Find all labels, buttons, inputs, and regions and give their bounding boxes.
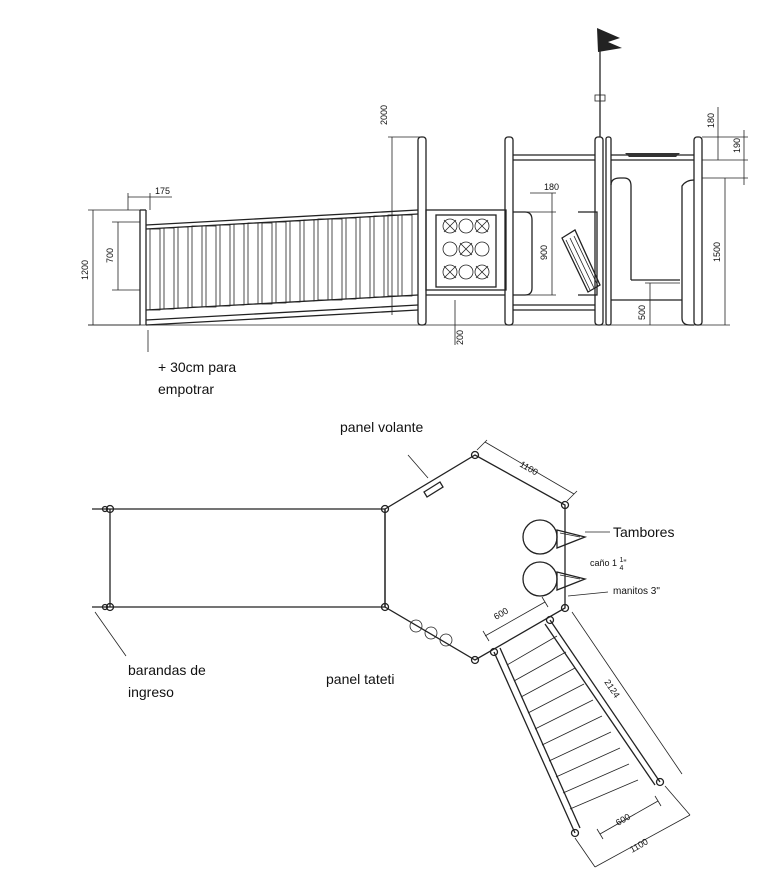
entry-ramp [139, 209, 419, 326]
embed-note-line2: empotrar [158, 381, 214, 397]
dim-180b-label: 180 [706, 113, 716, 128]
dim-600-upper-label: 600 [492, 606, 510, 622]
dim-190-label: 190 [732, 138, 742, 153]
dim-900-label: 900 [539, 245, 549, 260]
dim-1500-label: 1500 [712, 242, 722, 262]
elevation-view: 175 1200 700 [80, 28, 748, 397]
dim-500-label: 500 [637, 305, 647, 320]
panel-tateti-plan: panel tateti [326, 619, 453, 687]
dim-1100-top-label: 1100 [518, 459, 540, 477]
right-handrails [610, 177, 695, 326]
barandas-label-line1: barandas de [128, 662, 206, 678]
top-bars [513, 153, 694, 161]
manitos-label: manitos 3" [613, 586, 660, 597]
entry-walkway-plan [92, 504, 390, 612]
ramp-slats [149, 214, 413, 311]
barandas-label-group: barandas de ingreso [94, 611, 206, 700]
dimension-1100-bottom: 1100 [574, 785, 691, 868]
dimension-700: 700 [105, 221, 140, 291]
dim-2000-label: 2000 [379, 105, 389, 125]
panel-volante-label: panel volante [340, 419, 424, 435]
dimension-600-upper: 600 [482, 596, 549, 642]
dimension-1100-top: 1100 [476, 439, 578, 502]
dimension-200: 200 [454, 300, 465, 345]
dim-1200-label: 1200 [80, 260, 90, 280]
flag [594, 28, 622, 137]
drums-elevation [561, 211, 601, 296]
hexagon-platform [384, 450, 570, 665]
dimension-500: 500 [637, 282, 680, 325]
dim-600-lower-label: 600 [614, 812, 632, 828]
dim-180-label: 180 [544, 182, 559, 192]
dimension-180-900: 180 900 [518, 182, 559, 296]
dim-200-label: 200 [455, 330, 465, 345]
dimension-2124: 2124 [571, 611, 683, 775]
embed-note: + 30cm para empotrar [147, 330, 236, 397]
dim-700-label: 700 [105, 248, 115, 263]
dimension-600-lower: 600 [596, 795, 662, 840]
embed-note-line1: + 30cm para [158, 359, 236, 375]
dimension-1200: 1200 [80, 209, 140, 326]
tateti-panel-elevation [425, 209, 507, 296]
dim-175-label: 175 [155, 186, 170, 196]
panel-tateti-label: panel tateti [326, 671, 395, 687]
dimension-175: 175 [127, 186, 172, 210]
panel-volante-plan: panel volante [340, 419, 444, 498]
ladder-plan [493, 615, 665, 838]
tambores-label: Tambores [613, 524, 674, 540]
dimension-2000: 2000 [379, 105, 420, 315]
dimension-1500: 1500 [702, 178, 730, 326]
barandas-label-line2: ingreso [128, 684, 174, 700]
dimension-180-190-right: 180 190 [702, 107, 748, 185]
